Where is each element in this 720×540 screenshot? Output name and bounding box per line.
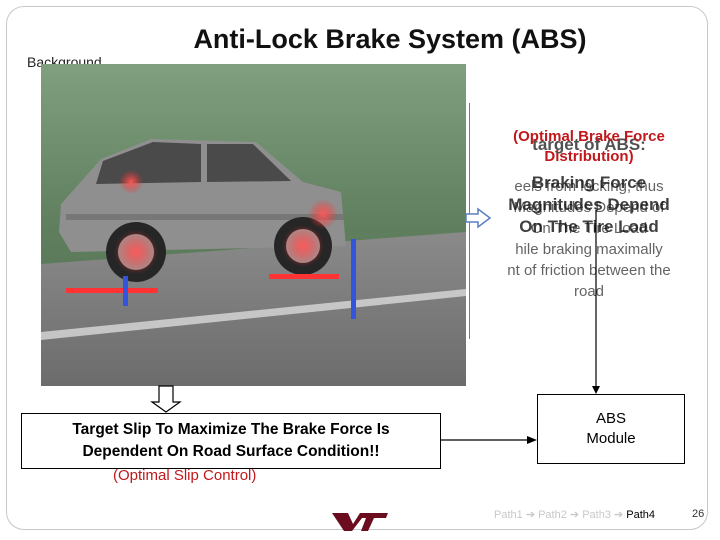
bracket-line [463, 103, 470, 339]
braking-force-line: Magnitudes Depend [478, 194, 700, 216]
optimal-slip-control-label: (Optimal Slip Control) [113, 467, 256, 484]
target-slip-box: Target Slip To Maximize The Brake Force … [21, 413, 441, 469]
path-navigation: Path1 ➔ Path2 ➔ Path3 ➔ Path4 [494, 508, 655, 521]
target-slip-line: Dependent On Road Surface Condition!! [72, 441, 389, 463]
path1-link[interactable]: Path1 [494, 509, 523, 521]
optimal-brake-force-label: (Optimal Brake Force [478, 128, 700, 145]
car-simulation-illustration [41, 64, 466, 386]
paragraph-line: hile braking maximally [478, 239, 700, 260]
path3-link[interactable]: Path3 [582, 509, 611, 521]
arrow-right-icon: ➔ [570, 509, 579, 521]
abs-simulation-video[interactable] [41, 64, 466, 386]
abs-module-box: ABS Module [537, 394, 685, 464]
slide-title: Anti-Lock Brake System (ABS) [150, 24, 630, 55]
braking-force-line: Braking Force [478, 172, 700, 194]
distribution-label: Distribution) [478, 148, 700, 165]
page-number: 26 [692, 508, 704, 520]
braking-force-heading: Braking Force Magnitudes Depend On The T… [478, 172, 700, 238]
path4-link[interactable]: Path4 [626, 509, 655, 521]
paragraph-line: road [478, 281, 700, 302]
arrow-right-icon: ➔ [614, 509, 623, 521]
braking-force-line: On The Tire Load [478, 216, 700, 238]
abs-module-line: Module [586, 429, 635, 449]
abs-module-line: ABS [586, 409, 635, 429]
vt-logo [330, 510, 390, 534]
paragraph-line: nt of friction between the [478, 260, 700, 281]
arrow-right-icon: ➔ [526, 509, 535, 521]
target-slip-line: Target Slip To Maximize The Brake Force … [72, 419, 389, 441]
path2-link[interactable]: Path2 [538, 509, 567, 521]
